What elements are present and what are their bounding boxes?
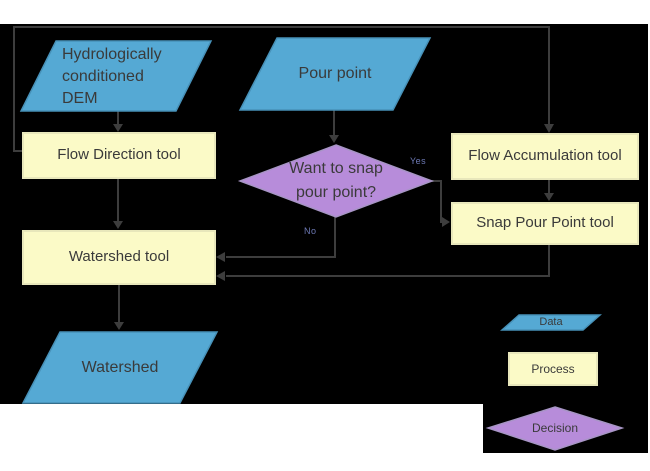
- legend-process-shape: [508, 352, 598, 386]
- arrowheads-group: [113, 124, 554, 330]
- arrowhead: [114, 322, 124, 330]
- arrowhead: [442, 217, 450, 227]
- node-pour-point-shape: [238, 37, 432, 111]
- connector-snappourpoint-to-watershedtool: [226, 244, 550, 277]
- node-flow-accumulation-shape: [451, 133, 639, 180]
- arrowhead: [113, 124, 123, 132]
- arrowhead: [544, 124, 554, 133]
- arrowhead: [216, 271, 225, 281]
- legend-decision-shape: [485, 406, 625, 451]
- node-dem-shape: [19, 40, 213, 112]
- connector-decision-no-to-watershedtool: [226, 217, 336, 258]
- node-decision-shape: [237, 144, 435, 218]
- node-watershed-tool-shape: [22, 230, 216, 285]
- node-snap-pour-point-shape: [451, 202, 639, 245]
- arrowhead: [544, 193, 554, 201]
- legend-data-shape: [500, 314, 602, 331]
- node-flow-direction-shape: [22, 132, 216, 179]
- arrowhead: [329, 135, 339, 143]
- connector-decision-yes-to-snappourpoint: [432, 180, 442, 223]
- connectors-group: [13, 26, 550, 322]
- node-watershed-shape: [21, 331, 219, 404]
- arrowhead: [113, 221, 123, 229]
- connector-flowdirection-to-flowaccumulation: [13, 26, 550, 152]
- arrowhead: [216, 252, 225, 262]
